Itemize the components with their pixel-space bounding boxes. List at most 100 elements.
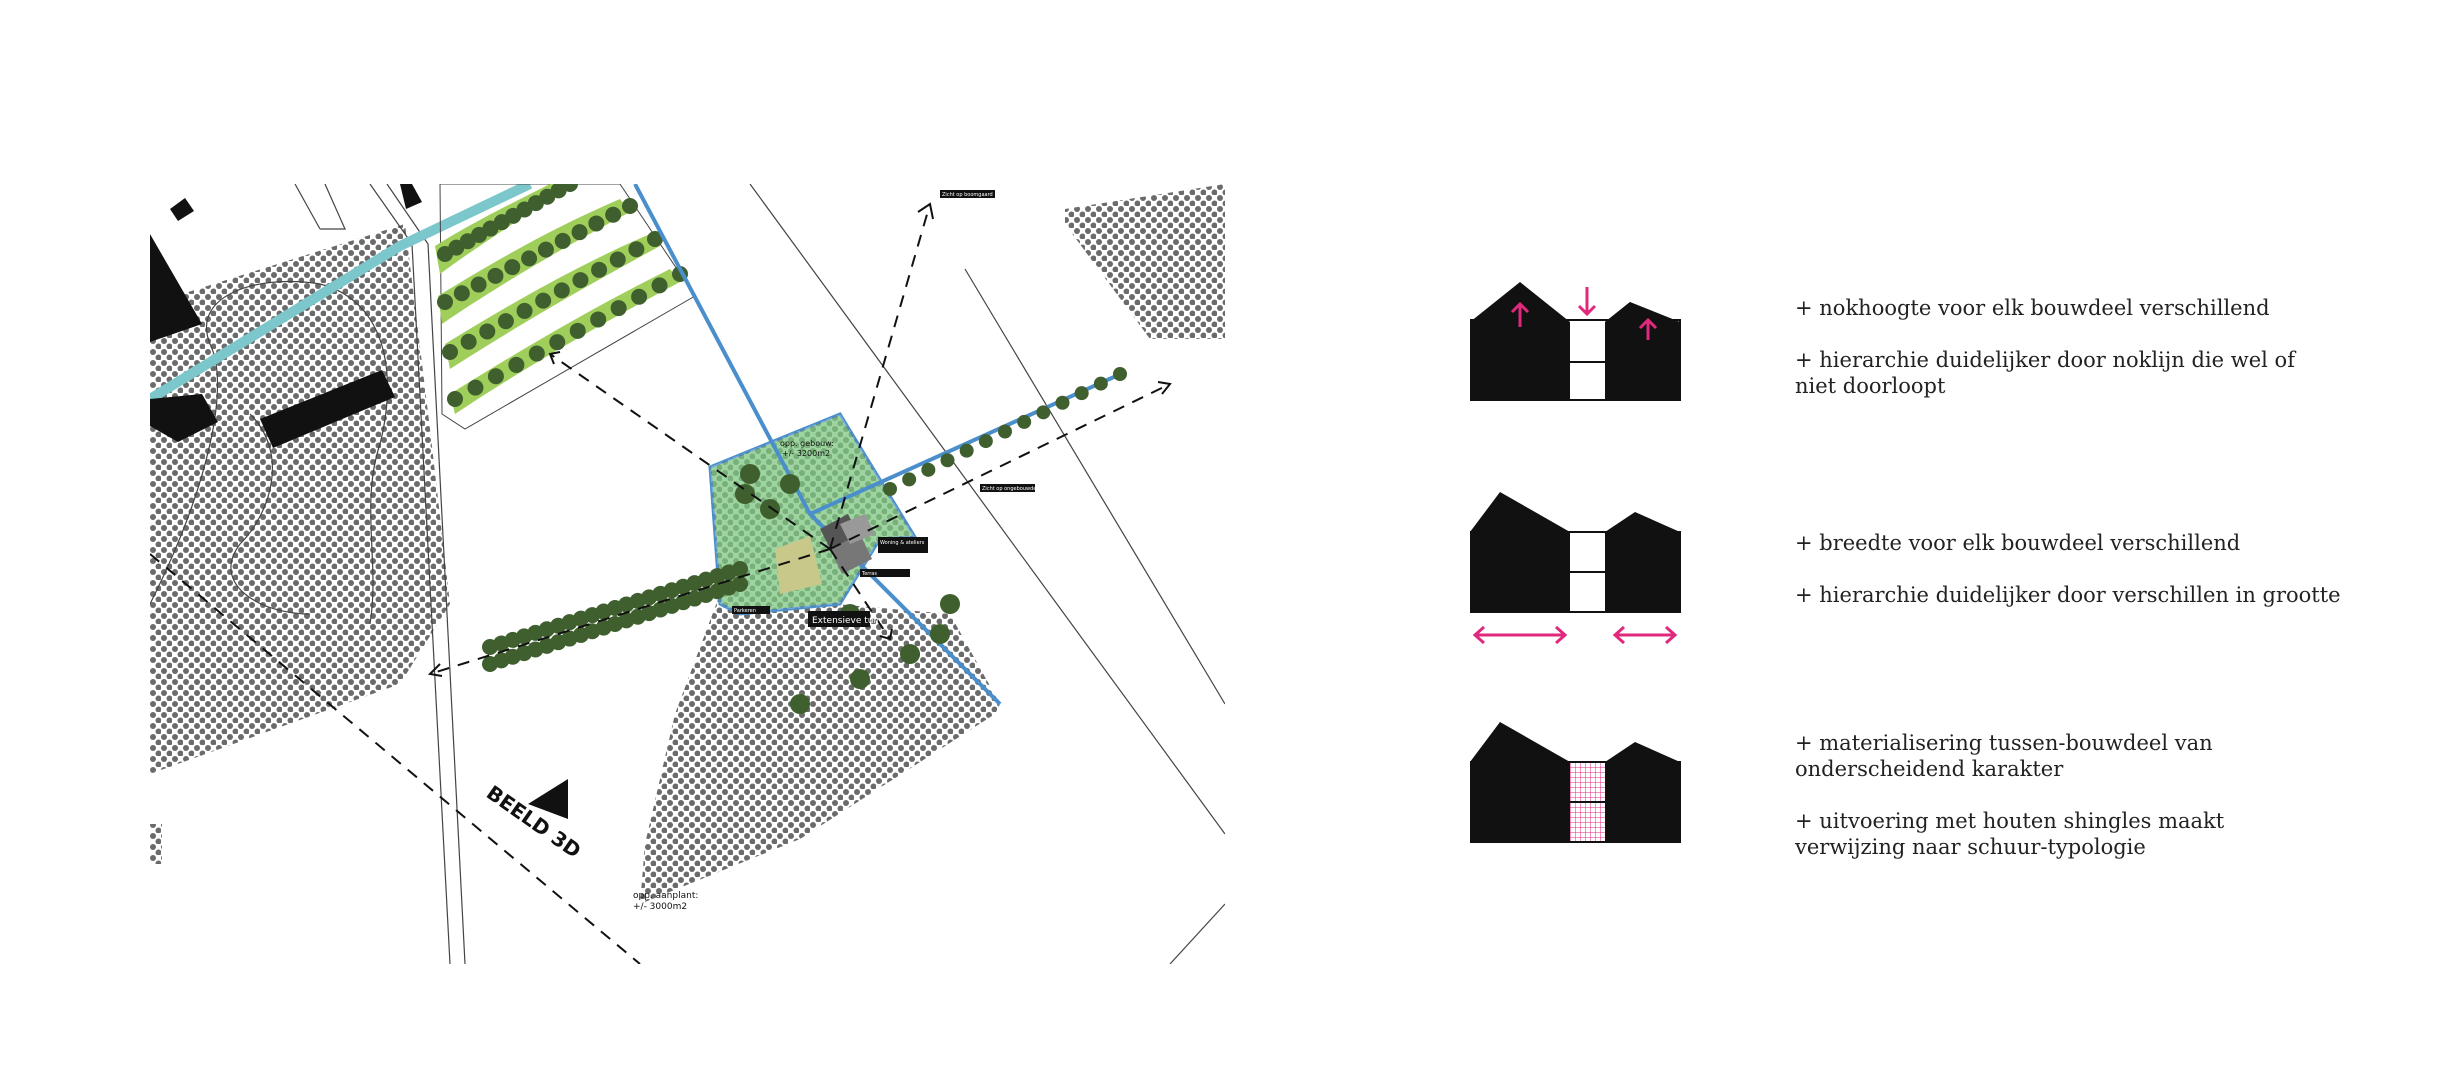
tree-icon: [732, 576, 748, 592]
hatched-zone-topright: [1065, 184, 1225, 339]
tag-parking: Parkeren: [734, 608, 756, 614]
tree-icon: [1074, 386, 1089, 401]
arrow-up-icon: [1638, 317, 1658, 340]
garden-label: Extensieve tuin: [812, 616, 882, 626]
tree-icon: [1093, 376, 1108, 391]
caption-1-line-1: + nokhoogte voor elk bouwdeel verschille…: [1795, 296, 2270, 320]
tree-icon: [442, 344, 458, 360]
caption-2-line-2a: + hierarchie duidelijker door verschille…: [1795, 583, 2341, 607]
hatched-zone-left: [150, 224, 450, 774]
tree-icon: [790, 694, 810, 714]
tree-icon: [998, 424, 1012, 439]
side-volume: [1605, 512, 1680, 612]
tree-icon: [940, 594, 960, 614]
arrow-heads: [427, 202, 1172, 677]
tree-icon: [780, 474, 800, 494]
tag-dwelling: Woning & ateliers: [880, 540, 925, 546]
orchard-trees: [437, 184, 688, 407]
tree-icon: [850, 669, 870, 689]
main-volume: [1470, 492, 1570, 612]
tree-icon: [609, 251, 626, 268]
tree-icon: [883, 482, 897, 496]
tree-icon: [516, 302, 533, 319]
tree-icon: [572, 272, 589, 289]
tree-icon: [605, 206, 622, 223]
side-volume: [1605, 742, 1680, 842]
diagram-width: [1470, 492, 1681, 645]
tree-icon: [467, 379, 484, 396]
diagram-roof-height: [1470, 282, 1681, 401]
tree-icon: [1055, 395, 1070, 410]
tree-icon: [651, 277, 668, 294]
tree-icon: [590, 311, 607, 328]
area-label-bottom-2: +/- 3000m2: [633, 902, 687, 912]
tree-icon: [497, 313, 514, 330]
tree-icon: [588, 215, 605, 232]
tag-orchard-view: Zicht op boomgaard: [942, 192, 993, 198]
arrow-horizontal-icon: [1472, 625, 1568, 645]
tree-icon: [571, 224, 588, 241]
tree-icon: [535, 292, 552, 309]
tree-icon: [487, 267, 504, 284]
tree-icon: [508, 356, 525, 373]
tree-icon: [622, 198, 638, 214]
arrow-down-icon: [1577, 287, 1597, 317]
caption-materialisation: + materialisering tussen-bouwdeel van on…: [1795, 730, 2224, 860]
tree-icon: [521, 250, 538, 267]
caption-1-line-2a: + hierarchie duidelijker door noklijn di…: [1795, 348, 2295, 372]
tree-icon: [553, 282, 570, 299]
tree-icon: [460, 333, 477, 350]
tree-icon: [740, 464, 760, 484]
area-label-top-1: opp. gebouw:: [780, 439, 834, 448]
tree-icon: [1113, 367, 1127, 381]
tree-icon: [554, 232, 571, 249]
tree-icon: [959, 443, 974, 458]
tree-icon: [504, 259, 521, 276]
caption-2-line-1: + breedte voor elk bouwdeel verschillend: [1795, 531, 2241, 555]
tree-icon: [487, 368, 504, 385]
width-arrows: [1472, 625, 1678, 645]
tree-icon: [549, 334, 566, 351]
orchard-outline: [439, 184, 696, 430]
road-lines: [150, 184, 1225, 964]
caption-3-line-2b: verwijzing naar schuur-typologie: [1795, 835, 2146, 859]
tree-icon: [631, 288, 648, 305]
diagram-materialisation: [1470, 722, 1681, 843]
tag-open-view: Zicht op ongebouwde: [982, 486, 1036, 492]
caption-3-line-2a: + uitvoering met houten shingles maakt: [1795, 809, 2225, 833]
caption-1-line-2b: niet doorloopt: [1795, 374, 1946, 398]
height-arrows: [1510, 287, 1658, 340]
tree-icon: [647, 231, 663, 247]
tree-icon: [550, 184, 567, 199]
caption-width: + breedte voor elk bouwdeel verschillend…: [1795, 530, 2341, 608]
tree-icon: [453, 285, 470, 302]
main-volume: [1470, 282, 1570, 400]
tree-icon: [537, 241, 554, 258]
view-label: BEELD 3D: [482, 780, 585, 862]
tree-icon: [591, 261, 608, 278]
sight-lines: [150, 203, 1171, 964]
arrow-horizontal-icon: [1612, 625, 1678, 645]
view-direction-marker: [528, 779, 568, 819]
caption-roof-height: + nokhoogte voor elk bouwdeel verschille…: [1795, 295, 2295, 399]
tree-icon: [930, 624, 950, 644]
garden-label-box: [808, 611, 870, 627]
arrow-up-icon: [1510, 301, 1530, 327]
avenue-trees: [482, 367, 1127, 714]
area-label-top-2: +/- 3200m2: [782, 449, 830, 458]
area-label-bottom-1: opp. aanplant:: [633, 891, 698, 901]
tree-icon: [732, 561, 748, 577]
hatched-zone-bottom: [640, 594, 1000, 904]
caption-3-line-1a: + materialisering tussen-bouwdeel van: [1795, 731, 2213, 755]
small-tags: Zicht op boomgaard Zicht op ongebouwde W…: [732, 190, 1036, 614]
tree-icon: [760, 499, 780, 519]
tree-icon: [940, 453, 955, 468]
canal: [150, 184, 533, 404]
tree-icon: [569, 322, 586, 339]
tree-icon: [447, 391, 463, 407]
tree-icon: [735, 484, 755, 504]
tree-icon: [1017, 414, 1032, 429]
tree-icon: [628, 241, 645, 258]
tree-icon: [1036, 405, 1051, 420]
main-volume: [1470, 722, 1570, 842]
